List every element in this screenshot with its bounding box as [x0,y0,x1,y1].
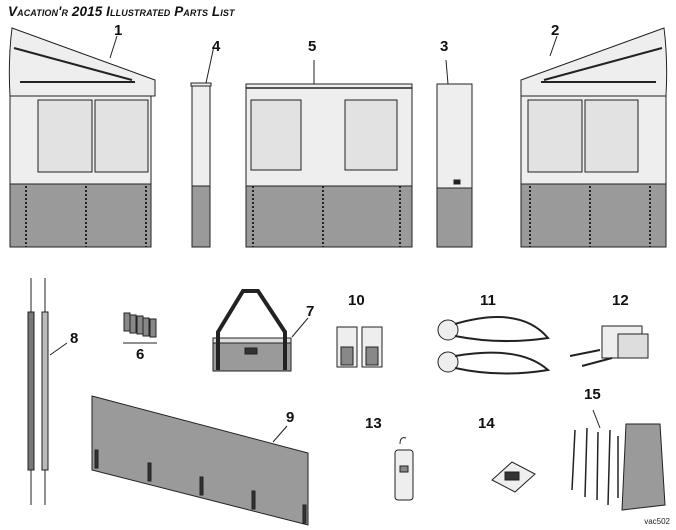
part-13-hanger [394,437,414,501]
callout-11: 11 [480,292,496,309]
part-8-poles [27,278,68,505]
callout-12: 12 [612,292,629,309]
part-12-bracket [569,325,649,367]
callout-15: 15 [584,386,601,403]
part-4-narrow-panel [190,45,215,248]
part-2-front-right-panel [520,27,668,248]
callout-3: 3 [440,38,449,55]
page-title: Vacation'r 2015 Illustrated Parts List [8,4,235,19]
part-3-side-panel [436,59,473,248]
part-14-clamp [491,461,536,493]
callout-9: 9 [286,409,295,426]
part-5-center-panel [245,60,413,248]
callout-5: 5 [308,38,317,55]
callout-1: 1 [114,22,123,39]
callout-8: 8 [70,330,79,347]
part-11-bungee-loops [437,316,551,375]
part-9-skirt-panel [91,395,309,526]
callout-4: 4 [212,38,221,55]
part-15-stakes-and-bag [571,409,666,511]
callout-13: 13 [365,415,382,432]
part-1-front-left-panel [8,27,156,248]
callout-2: 2 [551,22,560,39]
callout-7: 7 [306,303,315,320]
callout-14: 14 [478,415,495,432]
callout-10: 10 [348,292,365,309]
callout-6: 6 [136,346,145,363]
drawing-code: vac502 [644,517,670,526]
part-6-clips [123,312,157,344]
part-10-hooks [336,326,383,368]
part-7-storage-bag [212,289,309,372]
